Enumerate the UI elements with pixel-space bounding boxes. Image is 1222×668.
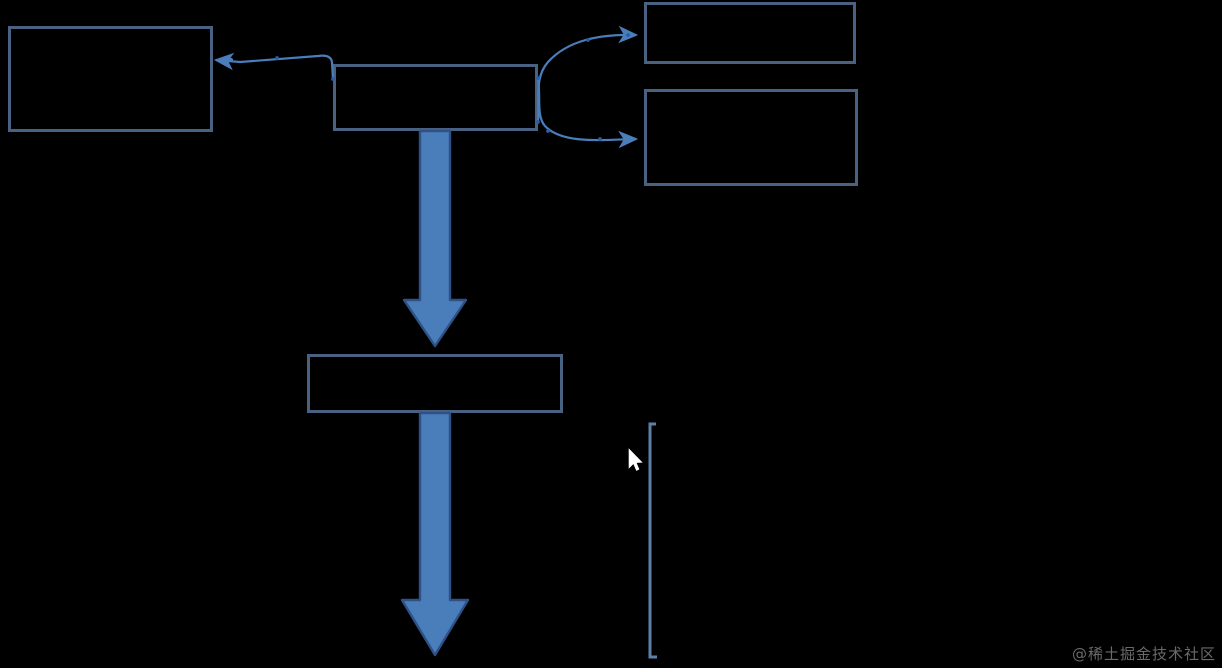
connector-center-to-bottom-right[interactable] bbox=[536, 76, 639, 149]
connector-center-to-left[interactable] bbox=[213, 52, 335, 81]
block-arrow-center-to-lower[interactable] bbox=[402, 129, 468, 348]
node-center-box[interactable] bbox=[333, 64, 538, 131]
node-top-right-box[interactable] bbox=[644, 2, 856, 64]
node-bottom-right-box[interactable] bbox=[644, 89, 858, 186]
node-left-box[interactable] bbox=[8, 26, 213, 132]
notes-bracket bbox=[648, 422, 657, 659]
connector-center-to-top-right[interactable] bbox=[536, 25, 639, 124]
block-arrow-lower-to-bottom[interactable] bbox=[400, 411, 470, 657]
node-lower-box[interactable] bbox=[307, 354, 563, 413]
watermark: @稀土掘金技术社区 bbox=[1071, 645, 1216, 663]
mouse-cursor-icon bbox=[628, 448, 643, 471]
